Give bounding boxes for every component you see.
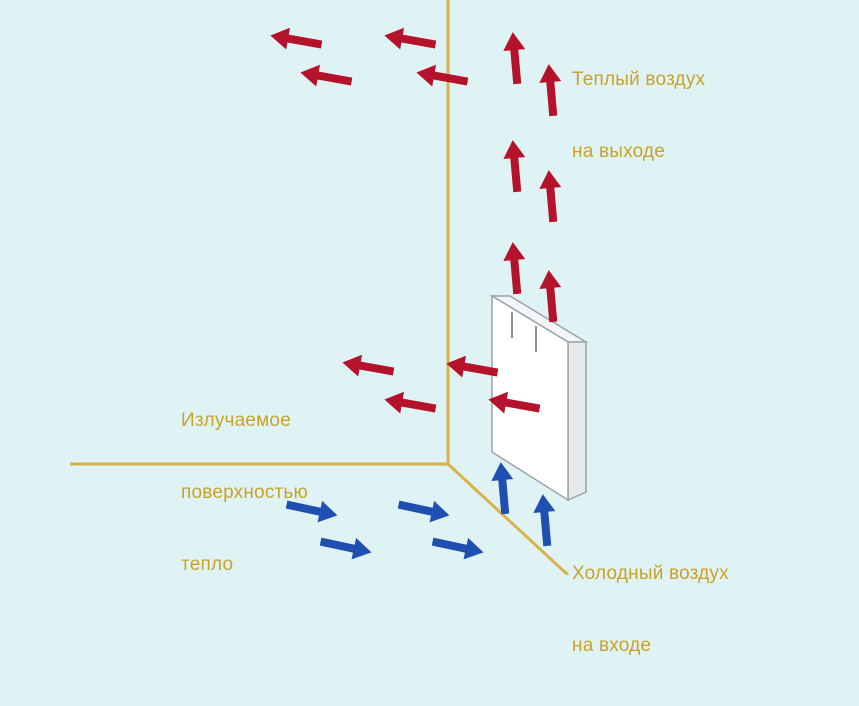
cold-air-in-label-line: на входе [572, 635, 652, 656]
warm-arrow [268, 24, 324, 56]
heater-side [567, 341, 587, 502]
warm-arrow [537, 63, 565, 117]
radiated-heat-label-line: тепло [181, 554, 234, 575]
warm-arrow [501, 31, 529, 85]
warm-arrow [501, 241, 529, 295]
warm-arrow [340, 351, 396, 383]
cold-arrow [430, 530, 486, 564]
radiated-heat-label-line: Излучаемое [181, 410, 291, 431]
warm-arrow [537, 169, 565, 223]
warm-air-out-label: Теплый воздух на выходе [572, 20, 705, 212]
warm-arrow [382, 24, 438, 56]
convection-diagram: Теплый воздух на выходе Излучаемое повер… [70, 0, 729, 656]
room-corner-lines [70, 0, 570, 575]
cold-arrow [318, 530, 374, 564]
warm-arrow [298, 61, 354, 93]
cold-arrow [396, 493, 452, 527]
warm-arrow [501, 139, 529, 193]
warm-arrow [382, 388, 438, 420]
cold-air-arrows-floor [284, 493, 486, 564]
cold-air-in-label-line: Холодный воздух [572, 563, 729, 584]
warm-air-out-label-line: Теплый воздух [572, 69, 706, 90]
floor-diagonal-line [446, 462, 570, 575]
radiated-heat-label: Излучаемое поверхностью тепло [181, 361, 308, 625]
cold-arrow [531, 493, 559, 547]
warm-air-arrows-top [268, 24, 470, 93]
radiated-heat-label-line: поверхностью [181, 482, 308, 503]
cold-air-in-label: Холодный воздух на входе [572, 514, 729, 706]
warm-air-arrows-rising [501, 31, 565, 323]
diagram-canvas [70, 0, 589, 575]
warm-arrow [414, 61, 470, 93]
warm-air-out-label-line: на выходе [572, 141, 665, 162]
